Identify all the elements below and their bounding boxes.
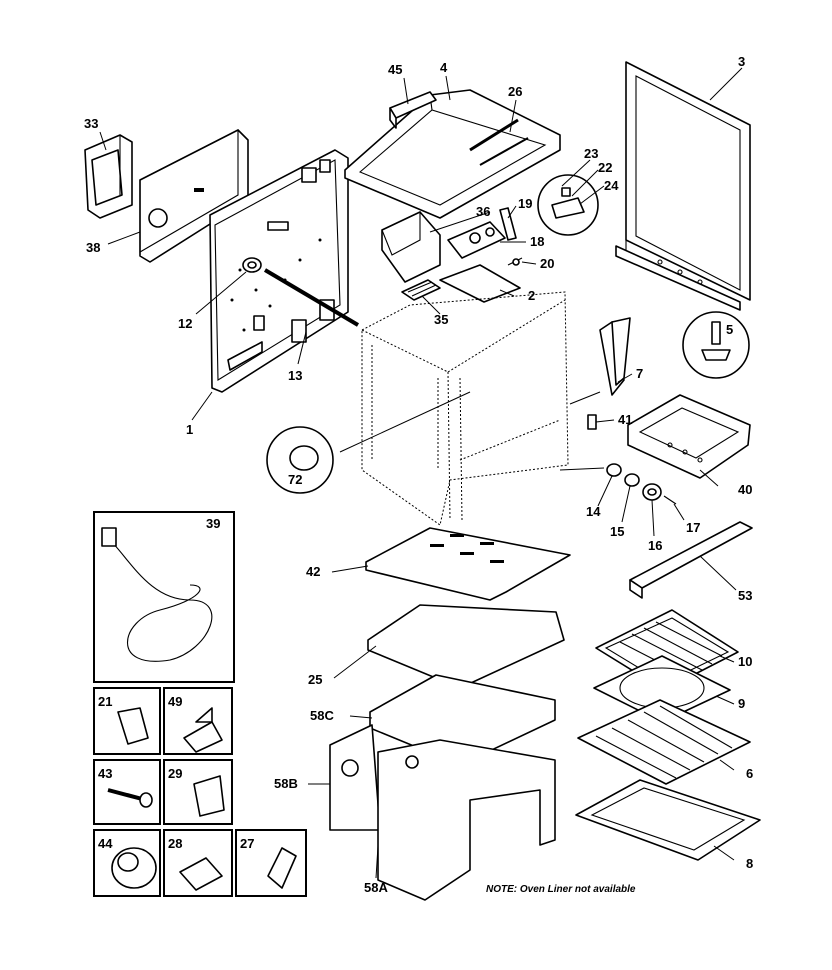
label-41: 41 — [618, 412, 632, 427]
label-53: 53 — [738, 588, 752, 603]
part-6-oven-rack — [577, 699, 751, 785]
leader-lines — [99, 67, 743, 879]
inset-21-clip — [93, 687, 161, 755]
part-13-rod — [263, 268, 360, 327]
label-17: 17 — [686, 520, 700, 535]
label-13: 13 — [288, 368, 302, 383]
part-20-screw — [507, 257, 523, 266]
label-4: 4 — [440, 60, 448, 75]
label-20: 20 — [540, 256, 554, 271]
label-22: 22 — [598, 160, 612, 175]
label-8: 8 — [746, 856, 753, 871]
inset-29-clip — [163, 759, 233, 825]
part-72-plug — [266, 426, 334, 494]
label-26: 26 — [508, 84, 522, 99]
part-42-floor-panel — [365, 527, 571, 601]
part-36-duct — [381, 211, 441, 283]
label-7: 7 — [636, 366, 643, 381]
label-19: 19 — [518, 196, 532, 211]
label-49: 49 — [168, 694, 182, 709]
part-40-control-panel — [627, 394, 751, 479]
label-27: 27 — [240, 836, 254, 851]
part-7-hinge — [599, 317, 631, 396]
label-24: 24 — [604, 178, 619, 193]
part-25-bottom-panel — [367, 604, 565, 689]
label-3: 3 — [738, 54, 745, 69]
label-39: 39 — [206, 516, 220, 531]
inset-44-knob — [93, 829, 161, 897]
part-19-bracket — [499, 207, 517, 241]
label-5: 5 — [726, 322, 733, 337]
oven-liner-note: NOTE: Oven Liner not available — [486, 884, 636, 895]
part-16-knob — [642, 483, 662, 501]
part-41-clip — [587, 414, 597, 430]
part-15-lamp — [624, 473, 640, 487]
label-6: 6 — [746, 766, 753, 781]
label-44: 44 — [98, 836, 113, 851]
label-33: 33 — [84, 116, 98, 131]
part-14-knob-base — [606, 463, 622, 477]
label-10: 10 — [738, 654, 752, 669]
label-28: 28 — [168, 836, 182, 851]
label-42: 42 — [306, 564, 320, 579]
inset-39-power-cord — [93, 511, 235, 683]
label-45: 45 — [388, 62, 402, 77]
label-12: 12 — [178, 316, 192, 331]
inset-43-screw — [93, 759, 161, 825]
part-8-drawer-liner — [575, 779, 761, 861]
part-58B-insulation-side — [329, 724, 381, 831]
part-33-bracket-box — [84, 134, 133, 219]
label-58A: 58A — [364, 880, 388, 895]
label-23: 23 — [584, 146, 598, 161]
part-45-bracket — [389, 91, 437, 129]
part-5-leveling-leg — [682, 311, 750, 379]
label-58C: 58C — [310, 708, 334, 723]
label-25: 25 — [308, 672, 322, 687]
label-21: 21 — [98, 694, 112, 709]
label-58B: 58B — [274, 776, 298, 791]
label-18: 18 — [530, 234, 544, 249]
label-40: 40 — [738, 482, 752, 497]
part-12-grommet — [242, 257, 262, 273]
inset-27-clip — [235, 829, 307, 897]
part-53-trim — [629, 521, 753, 599]
part-labels: 33 38 12 13 1 45 4 26 3 23 22 24 36 19 1… — [84, 54, 753, 895]
part-58A-insulation-wrap — [377, 739, 556, 901]
cabinet-body — [361, 291, 569, 526]
label-43: 43 — [98, 766, 112, 781]
label-9: 9 — [738, 696, 745, 711]
label-15: 15 — [610, 524, 624, 539]
part-1-back-wall — [209, 149, 349, 393]
part-3-door-frame — [615, 61, 751, 311]
part-35-vent — [401, 279, 441, 301]
part-18-control-assembly — [447, 221, 506, 259]
label-38: 38 — [86, 240, 100, 255]
label-16: 16 — [648, 538, 662, 553]
label-14: 14 — [586, 504, 601, 519]
part-22-24-detail — [537, 174, 599, 236]
label-1: 1 — [186, 422, 193, 437]
part-2-plate — [439, 264, 521, 303]
label-29: 29 — [168, 766, 182, 781]
inset-49-bracket — [163, 687, 233, 755]
inset-28-bracket — [163, 829, 233, 897]
label-35: 35 — [434, 312, 448, 327]
label-72: 72 — [288, 472, 302, 487]
label-36: 36 — [476, 204, 490, 219]
label-2: 2 — [528, 288, 535, 303]
part-17-spring — [663, 495, 677, 505]
